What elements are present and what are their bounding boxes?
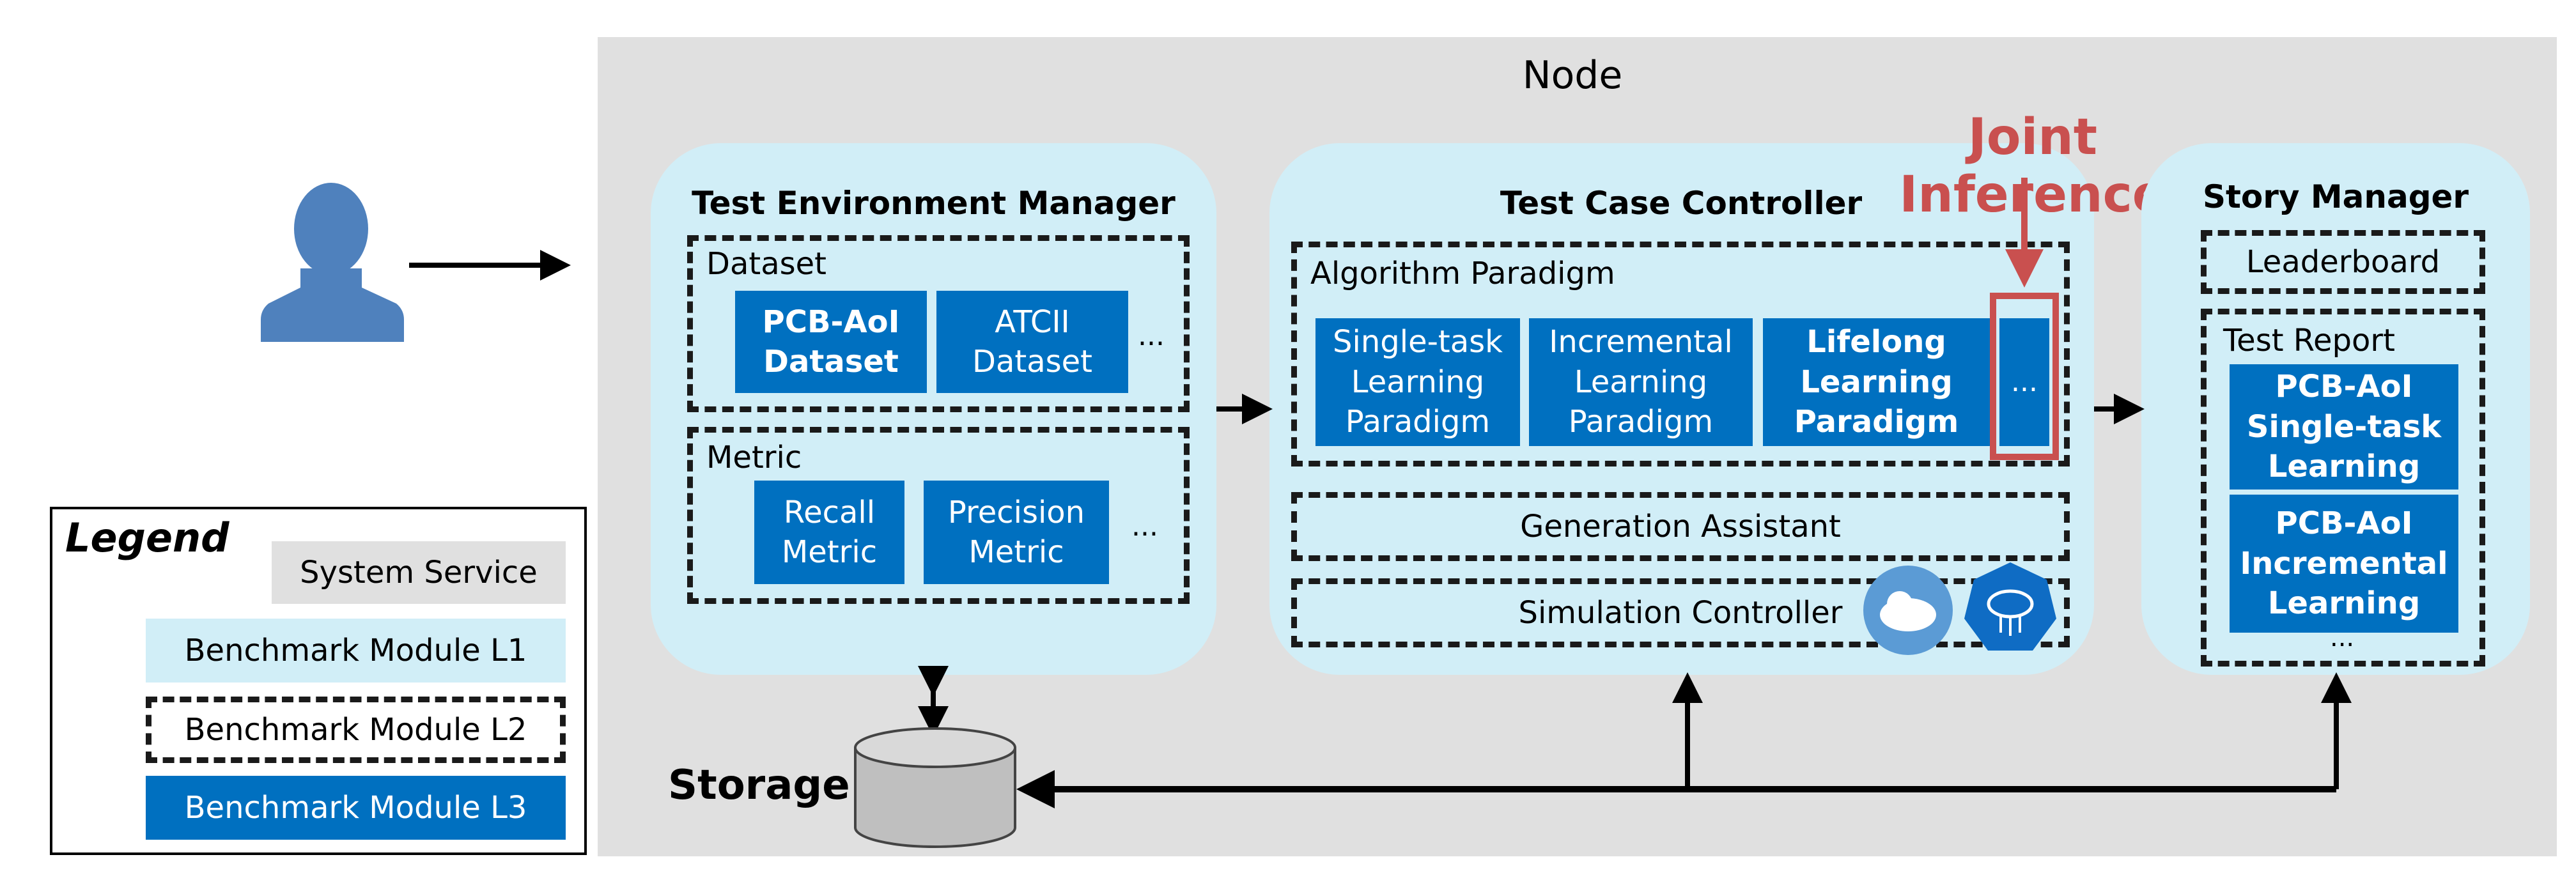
paradigm-more: ... [1999, 318, 2049, 446]
precision-metric: Precision Metric [924, 481, 1109, 584]
legend-title: Legend [65, 514, 229, 561]
test-report-module [2201, 309, 2485, 667]
lifelong-learning-paradigm: Lifelong Learning Paradigm [1763, 318, 1990, 446]
joint-inference-label: Joint Inference [1899, 109, 2166, 224]
test-environment-manager-title: Test Environment Manager [692, 185, 1175, 222]
dataset-module [687, 235, 1190, 412]
storage-label: Storage [668, 762, 850, 809]
pcb-aoi-dataset: PCB-AoI Dataset [735, 291, 927, 393]
simulation-controller-label: Simulation Controller [1518, 595, 1843, 631]
node-title: Node [1522, 53, 1623, 98]
dataset-more: ... [1138, 320, 1165, 352]
generation-assistant: Generation Assistant [1291, 492, 2070, 561]
leaderboard: Leaderboard [2201, 230, 2485, 294]
metric-label: Metric [706, 440, 802, 475]
legend-system-service: System Service [272, 541, 566, 604]
single-task-learning-paradigm: Single-task Learning Paradigm [1315, 318, 1520, 446]
recall-metric: Recall Metric [754, 481, 904, 584]
metric-module [687, 427, 1190, 604]
algorithm-paradigm-label: Algorithm Paradigm [1310, 256, 1615, 291]
legend-benchmark-l2: Benchmark Module L2 [146, 697, 566, 763]
test-report-more: ... [2330, 623, 2355, 652]
metric-more: ... [1131, 510, 1158, 543]
dataset-label: Dataset [706, 246, 826, 282]
pcb-aoi-single-task-learning: PCB-AoI Single-task Learning [2230, 364, 2458, 490]
incremental-learning-paradigm: Incremental Learning Paradigm [1529, 318, 1753, 446]
joint-inference-slot [1990, 293, 2059, 460]
pcb-aoi-incremental-learning: PCB-AoI Incremental Learning [2230, 495, 2458, 633]
algorithm-paradigm-module [1291, 242, 2070, 467]
story-manager-title: Story Manager [2202, 178, 2469, 215]
legend-benchmark-l3: Benchmark Module L3 [146, 776, 566, 840]
test-case-controller-title: Test Case Controller [1500, 185, 1863, 222]
simulation-controller: Simulation Controller [1291, 578, 2070, 647]
test-report-label: Test Report [2223, 323, 2395, 359]
legend-benchmark-l1: Benchmark Module L1 [146, 619, 566, 683]
atcii-dataset: ATCII Dataset [936, 291, 1128, 393]
